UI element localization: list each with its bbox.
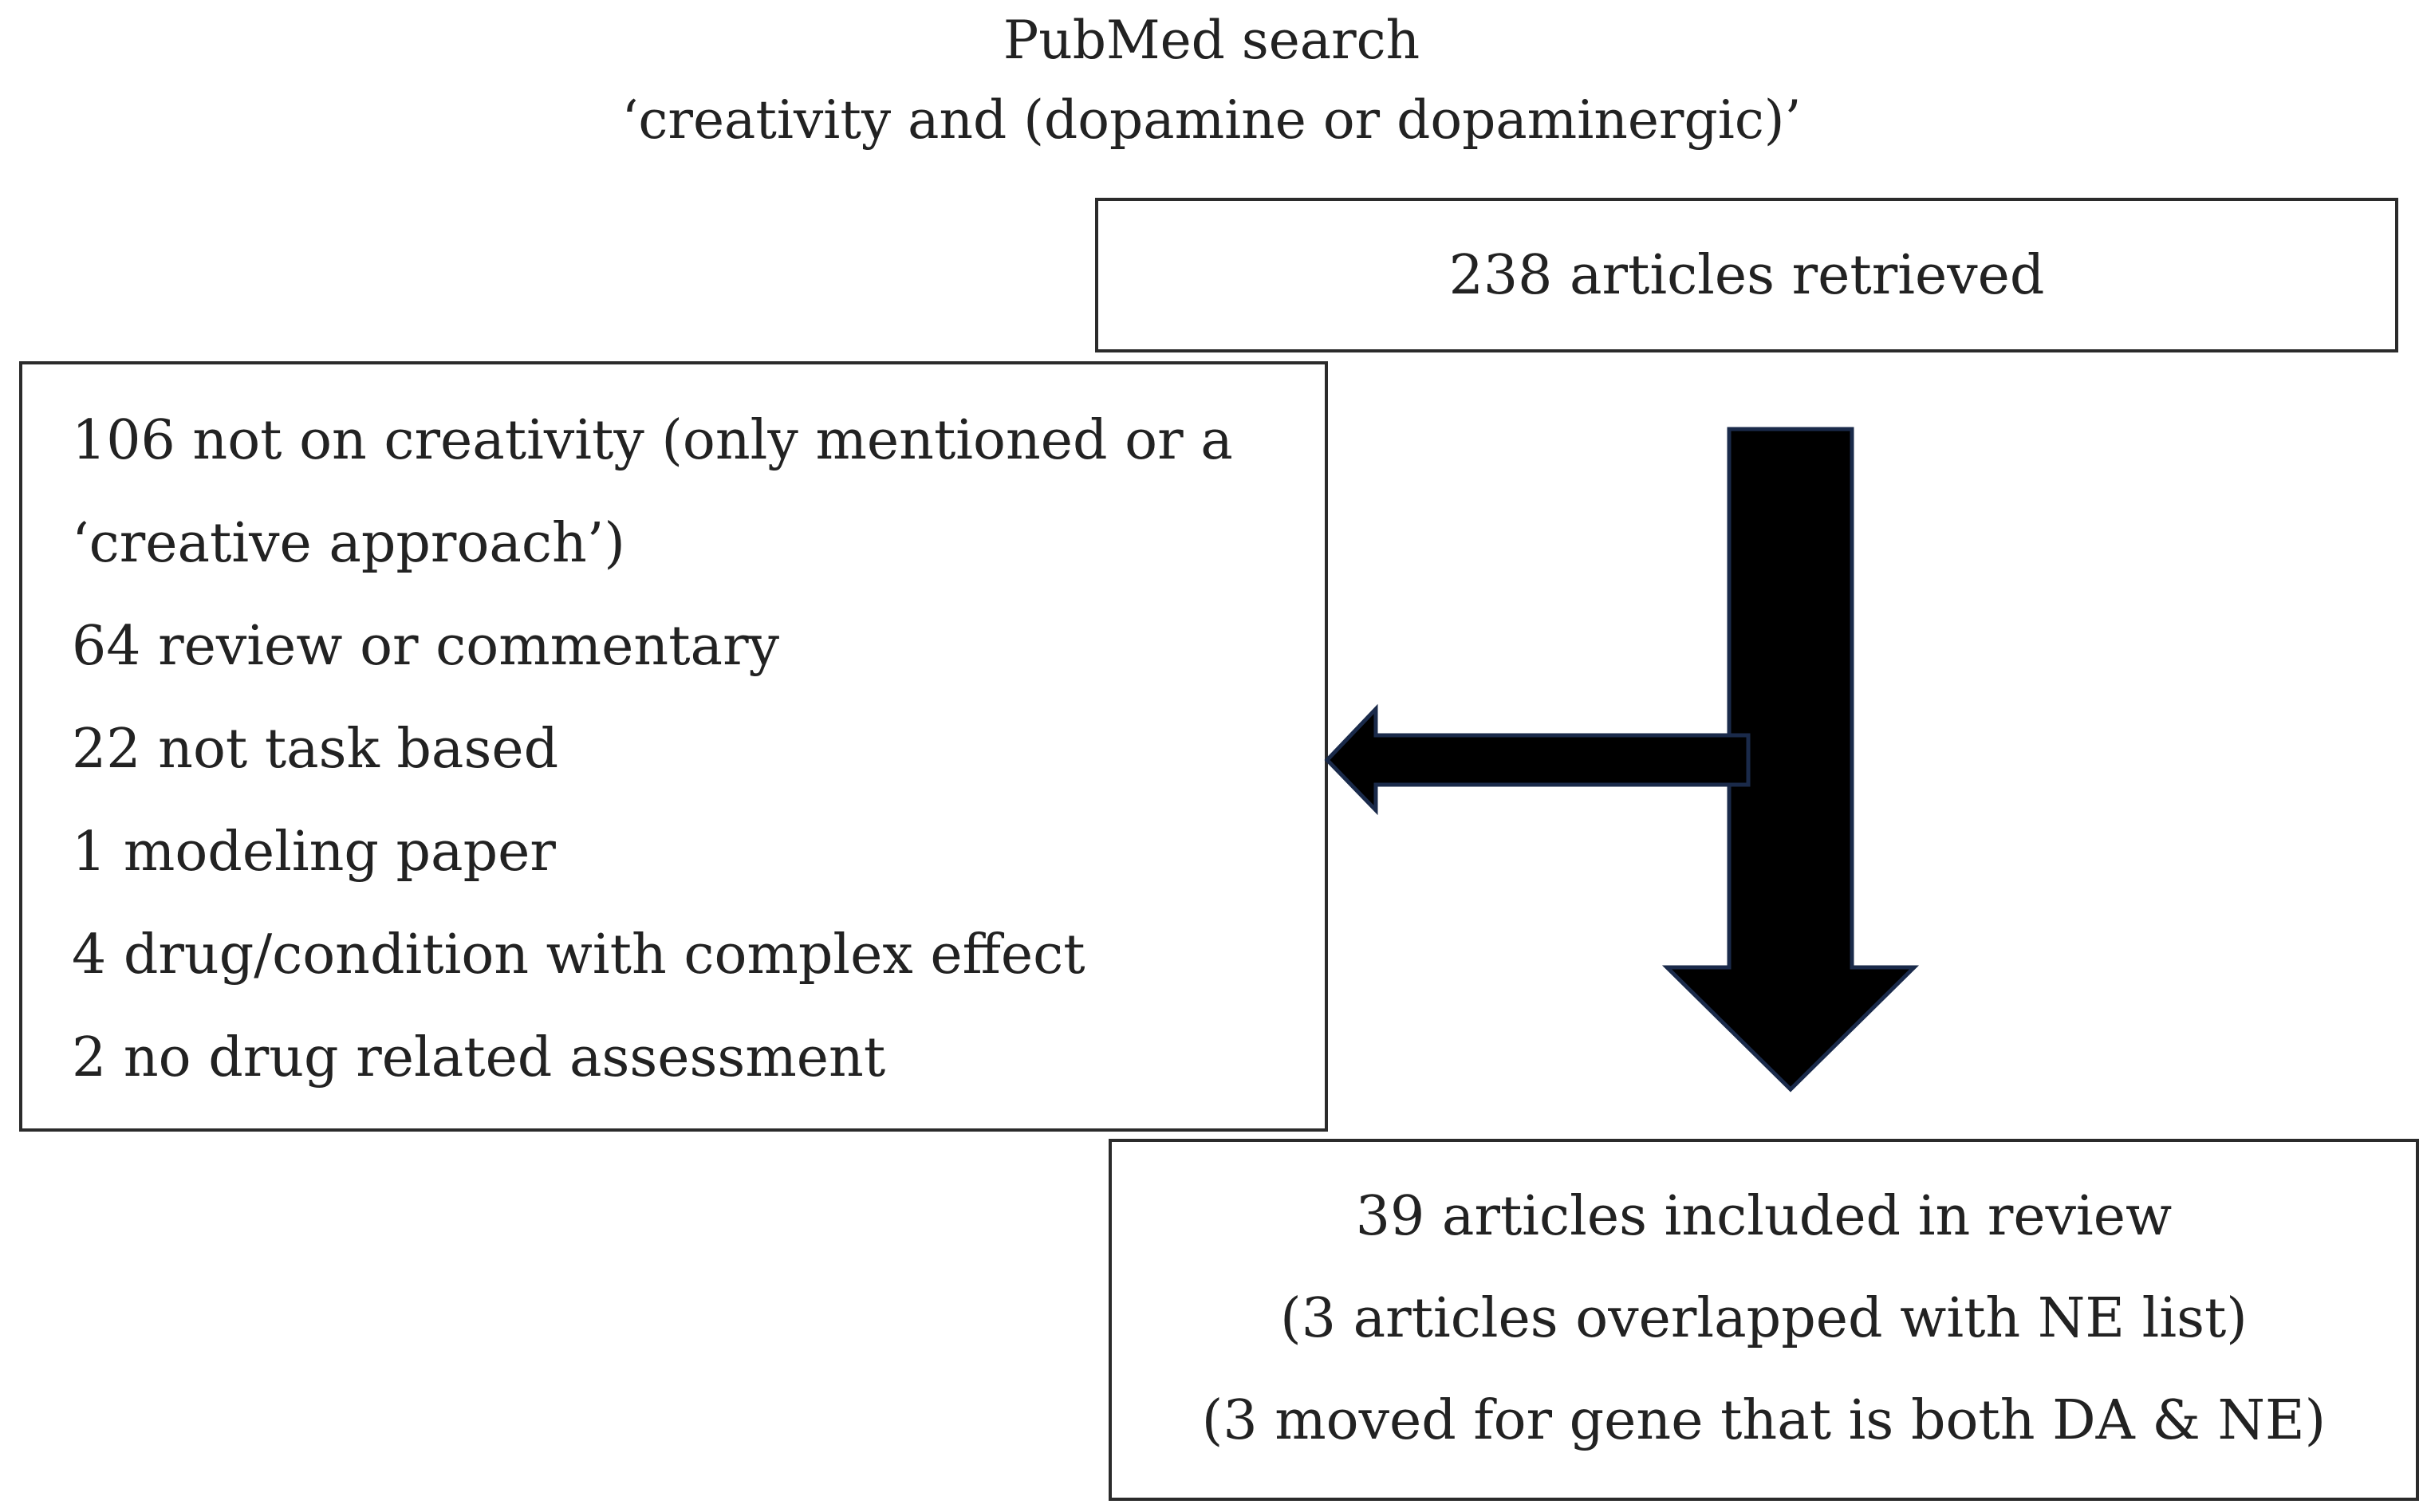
excluded-line: 4 drug/condition with complex effect xyxy=(72,923,1085,986)
included-box: 39 articles included in review (3 articl… xyxy=(1109,1139,2419,1501)
left-arrow xyxy=(1324,703,1751,816)
retrieved-box: 238 articles retrieved xyxy=(1095,198,2398,352)
search-title: PubMed search xyxy=(1003,10,1420,71)
excluded-line: 22 not task based xyxy=(72,718,559,781)
included-line: 39 articles included in review xyxy=(1355,1185,2173,1248)
down-arrow xyxy=(1661,427,1920,1093)
included-line: (3 articles overlapped with NE list) xyxy=(1280,1287,2248,1350)
excluded-line: 1 modeling paper xyxy=(72,821,556,884)
search-query: ‘creativity and (dopamine or dopaminergi… xyxy=(621,89,1802,151)
included-line: (3 moved for gene that is both DA & NE) xyxy=(1201,1389,2326,1452)
excluded-line: 2 no drug related assessment xyxy=(72,1026,886,1089)
excluded-line: 64 review or commentary xyxy=(72,615,779,678)
retrieved-text: 238 articles retrieved xyxy=(1448,243,2045,307)
excluded-line: ‘creative approach’) xyxy=(72,512,625,575)
excluded-box: 106 not on creativity (only mentioned or… xyxy=(19,361,1328,1132)
excluded-line: 106 not on creativity (only mentioned or… xyxy=(72,409,1233,472)
